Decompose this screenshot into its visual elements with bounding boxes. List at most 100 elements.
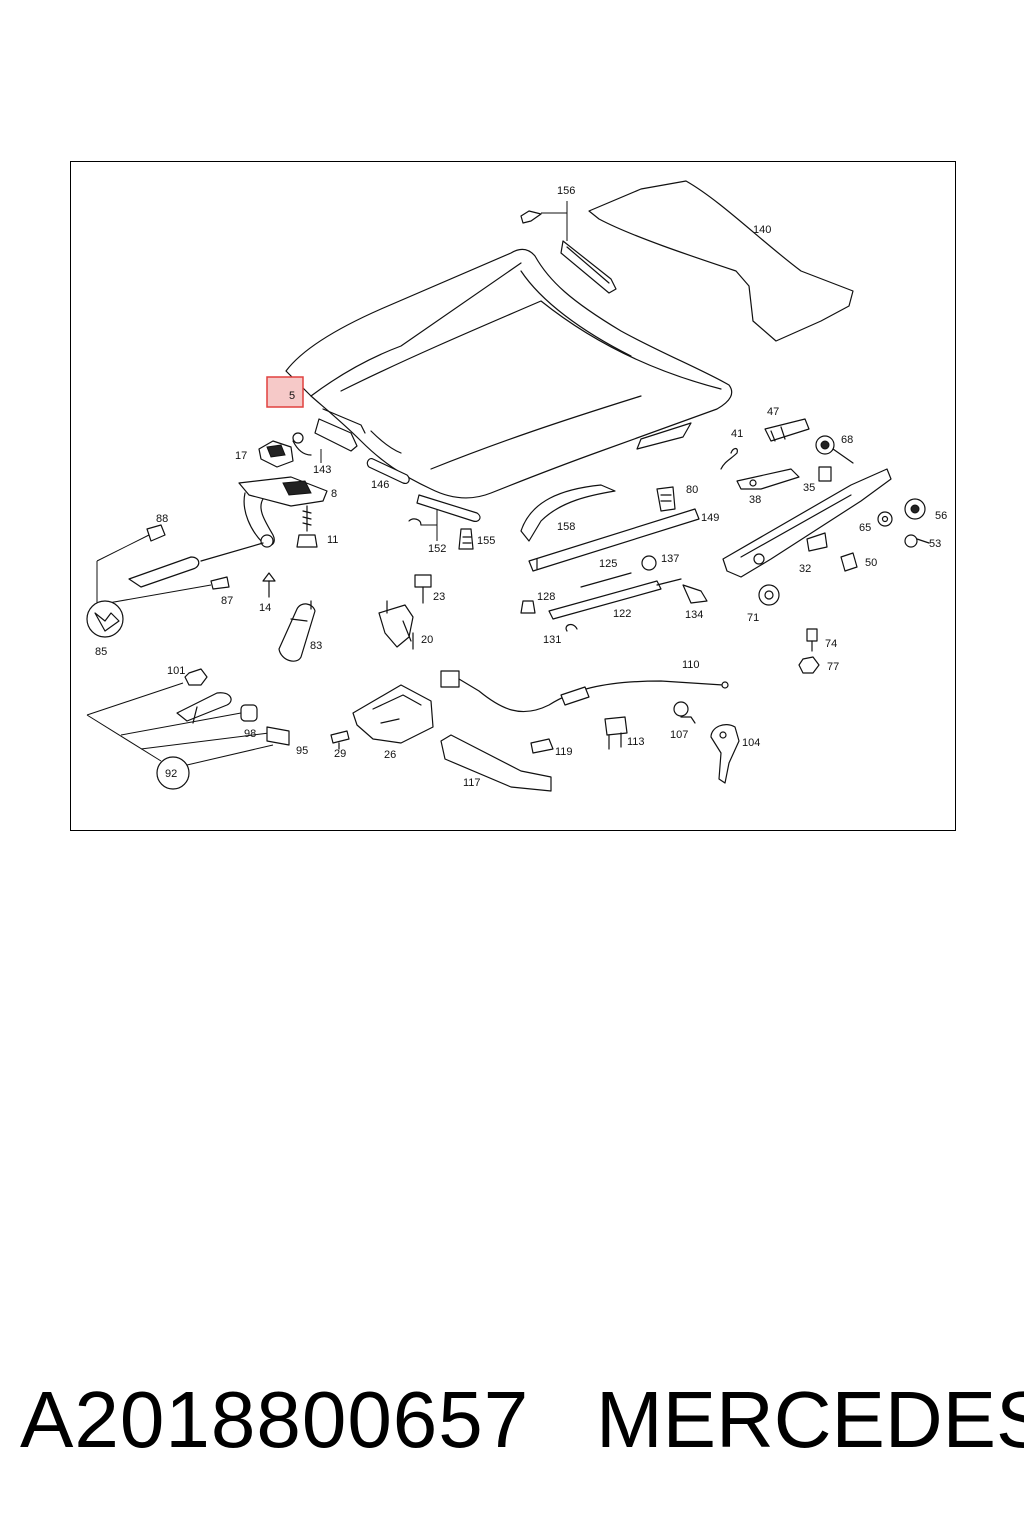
part-152-seal <box>408 494 481 541</box>
part-29-clip <box>330 730 350 750</box>
label-47: 47 <box>767 406 779 418</box>
label-14: 14 <box>259 602 271 614</box>
part-56-nut <box>904 498 926 520</box>
label-113: 113 <box>627 736 645 748</box>
brand-name: MERCEDES <box>596 1375 1024 1464</box>
label-17: 17 <box>235 450 247 462</box>
label-146: 146 <box>371 479 389 491</box>
part-158-seal <box>520 484 616 542</box>
label-56: 56 <box>935 510 947 522</box>
part-117-cable-guide <box>440 734 552 792</box>
label-77: 77 <box>827 661 839 673</box>
part-128-clip <box>520 600 536 614</box>
part-68-bolt <box>815 435 854 464</box>
part-134-joint <box>682 584 708 604</box>
part-77-nut <box>798 656 820 674</box>
part-71-nut <box>758 584 780 606</box>
highlight-box-part-5[interactable] <box>266 376 304 408</box>
parts-diagram: 5 156 140 17 143 146 8 88 11 87 85 14 83… <box>86 180 947 792</box>
label-38: 38 <box>749 494 761 506</box>
part-17-clip <box>258 440 294 468</box>
part-122-strut <box>548 578 682 620</box>
part-149-strip <box>528 508 700 572</box>
part-14-screw <box>262 572 276 598</box>
part-80-clip <box>656 486 676 512</box>
part-88-85-group <box>86 524 264 638</box>
label-95: 95 <box>296 745 308 757</box>
label-23: 23 <box>433 591 445 603</box>
part-140-insulation <box>588 180 854 342</box>
label-125: 125 <box>599 558 617 570</box>
label-119: 119 <box>555 746 573 758</box>
part-38-bracket <box>736 468 800 490</box>
label-101: 101 <box>167 665 185 677</box>
part-125-rod <box>580 572 632 588</box>
part-107-bolt <box>673 701 696 724</box>
label-35: 35 <box>803 482 815 494</box>
part-47-clip <box>764 418 810 442</box>
part-146-buffer <box>366 458 410 484</box>
label-85: 85 <box>95 646 107 658</box>
part-23-bolt <box>414 574 432 604</box>
part-50-bushing <box>840 552 858 572</box>
part-26-housing <box>352 684 434 744</box>
part-101-92-group <box>86 668 290 790</box>
label-26: 26 <box>384 749 396 761</box>
label-98: 98 <box>244 728 256 740</box>
label-68: 68 <box>841 434 853 446</box>
part-155-clip <box>458 528 474 550</box>
part-35-bushing <box>818 466 832 482</box>
label-20: 20 <box>421 634 433 646</box>
part-137-nut <box>641 555 657 571</box>
label-158: 158 <box>557 521 575 533</box>
label-134: 134 <box>685 609 703 621</box>
part-8-hood-lock <box>238 476 328 548</box>
label-41: 41 <box>731 428 743 440</box>
label-88: 88 <box>156 513 168 525</box>
label-107: 107 <box>670 729 688 741</box>
label-5: 5 <box>289 390 295 402</box>
label-122: 122 <box>613 608 631 620</box>
part-41-spring <box>720 447 738 470</box>
label-137: 137 <box>661 553 679 565</box>
part-104-handle <box>710 724 740 784</box>
label-87: 87 <box>221 595 233 607</box>
part-113-clip <box>604 716 628 750</box>
part-131-clip <box>565 623 578 632</box>
label-149: 149 <box>701 512 719 524</box>
label-156: 156 <box>557 185 575 197</box>
part-119-grommet <box>530 738 554 754</box>
label-50: 50 <box>865 557 877 569</box>
label-11: 11 <box>327 534 338 546</box>
label-131: 131 <box>543 634 561 646</box>
label-8: 8 <box>331 488 337 500</box>
label-128: 128 <box>537 591 555 603</box>
part-143-bracket <box>292 408 366 463</box>
label-104: 104 <box>742 737 760 749</box>
label-140: 140 <box>753 224 771 236</box>
label-29: 29 <box>334 748 346 760</box>
parts-diagram-frame: 5 156 140 17 143 146 8 88 11 87 85 14 83… <box>70 161 956 831</box>
part-156-seal <box>520 201 617 294</box>
part-number: A2018800657 <box>20 1375 530 1464</box>
label-80: 80 <box>686 484 698 496</box>
label-65: 65 <box>859 522 871 534</box>
label-83: 83 <box>310 640 322 652</box>
label-110: 110 <box>682 659 700 671</box>
label-92: 92 <box>165 768 177 780</box>
part-65-washer <box>877 511 893 527</box>
caption-bar: A2018800657 MERCEDES <box>0 1370 1024 1470</box>
part-11-screw <box>296 505 318 548</box>
part-20-bracket <box>378 600 414 650</box>
hood-panel <box>285 248 733 499</box>
label-117: 117 <box>463 777 481 789</box>
part-53-bolt <box>904 534 930 548</box>
part-74-bolt <box>806 628 818 652</box>
label-71: 71 <box>747 612 759 624</box>
label-143: 143 <box>313 464 331 476</box>
part-32-hinge <box>722 468 892 578</box>
label-155: 155 <box>477 535 495 547</box>
label-74: 74 <box>825 638 837 650</box>
part-83-bracket <box>278 600 316 662</box>
label-152: 152 <box>428 543 446 555</box>
